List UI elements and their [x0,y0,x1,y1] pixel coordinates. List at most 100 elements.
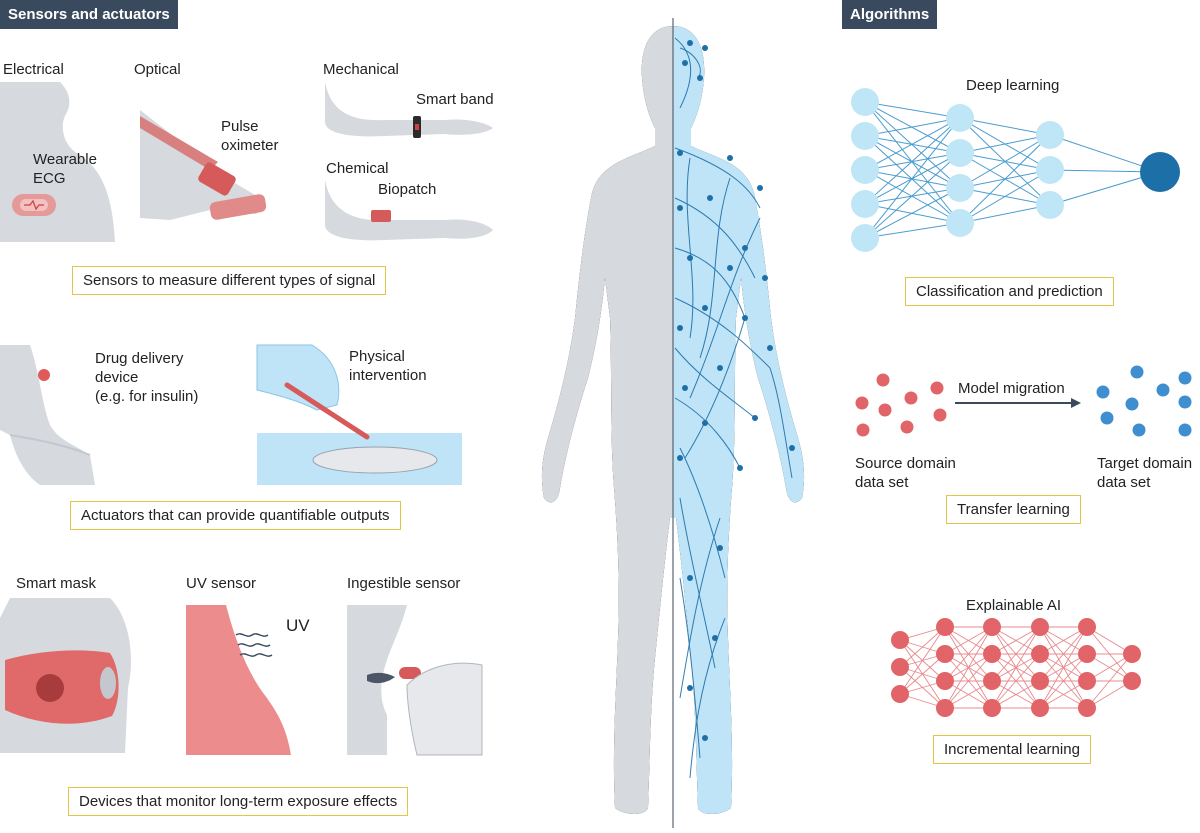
network-edge [991,653,1041,709]
mechanical-label: Mechanical [323,61,399,78]
sensors-actuators-header: Sensors and actuators [0,0,178,29]
source-data-point [856,423,870,437]
source-data-point [930,381,944,395]
network-edge [864,222,961,239]
network-edge [864,101,961,119]
smart-band-illustration [325,82,493,138]
pulse-line1: Pulse [221,118,259,135]
drug-line1: Drug delivery [95,350,184,367]
target-data-point [1178,395,1192,409]
source-data-point [876,373,890,387]
source-line1: Source domain [855,455,956,472]
neuron [891,685,909,703]
neuron [1140,152,1180,192]
deep-learning-label: Deep learning [966,77,1060,94]
network-edge [959,169,1051,224]
neuron [946,139,974,167]
wearable-ecg-line1: Wearable [33,151,97,168]
neuron [936,672,954,690]
drug-line2: device [95,369,139,386]
uv-text: UV [286,616,310,635]
neuron [936,618,954,636]
exposure-caption: Devices that monitor long-term exposure … [68,787,409,816]
classification-caption: Classification and prediction [905,277,1114,306]
neuron [1036,156,1064,184]
source-data-point [904,391,918,405]
network-edge [944,626,993,682]
network-edge [864,117,961,239]
neuron [1031,672,1049,690]
neuron [851,156,879,184]
target-data-point [1132,423,1146,437]
optical-label: Optical [134,61,181,78]
neuron [1031,618,1049,636]
neuron [851,190,879,218]
source-domain-label: Source domain data set [855,454,956,492]
target-line2: data set [1097,474,1151,491]
neuron [1123,672,1141,690]
network-edge [959,117,1051,136]
network-edge [944,626,993,709]
network-edge [864,117,961,171]
target-data-point [1178,423,1192,437]
actuators-caption: Actuators that can provide quantifiable … [70,501,401,530]
neuron [946,174,974,202]
source-data-point [855,396,869,410]
neuron [1078,645,1096,663]
neuron [1036,191,1064,219]
neuron [851,224,879,252]
uv-sensor-label: UV sensor [186,575,257,592]
neuron [851,122,879,150]
neuron [1036,121,1064,149]
ingestible-sensor-illustration [347,605,483,756]
pulse-oximeter-illustration [140,110,267,220]
pulse-line2: oximeter [221,137,279,154]
pulse-oximeter-label: Pulse oximeter [221,117,279,155]
source-data-point [933,408,947,422]
network-edge [991,626,1041,709]
target-data-point [1096,385,1110,399]
ingestible-sensor-label: Ingestible sensor [347,575,461,592]
phys-line1: Physical [349,348,405,365]
neuron [851,88,879,116]
network-edge [864,187,961,239]
neuron [983,672,1001,690]
neuron [983,699,1001,717]
smart-band-label: Smart band [416,91,494,108]
drug-delivery-illustration [0,345,95,485]
drug-delivery-label: Drug delivery device (e.g. for insulin) [95,349,198,406]
uv-sensor-illustration [186,605,291,755]
transfer-learning-caption: Transfer learning [946,495,1081,524]
target-data-point [1178,371,1192,385]
target-data-point [1156,383,1170,397]
network-edge [959,134,1051,189]
network-edge [1039,626,1088,709]
source-data-point [878,403,892,417]
network-edge [864,152,961,239]
network-edge [944,626,993,655]
network-edge [959,204,1051,224]
human-body-figure [541,18,805,828]
network-edge [899,626,946,668]
network-edge [899,626,946,695]
biopatch-illustration [325,180,493,241]
neuron [946,209,974,237]
neuron [1078,699,1096,717]
model-migration-label: Model migration [958,380,1065,397]
neuron [1078,672,1096,690]
target-data-point [1125,397,1139,411]
biopatch-label: Biopatch [378,181,437,198]
target-data-point [1100,411,1114,425]
chemical-label: Chemical [326,160,389,177]
phys-line2: intervention [349,367,427,384]
smart-mask-illustration [0,598,131,753]
source-data-point [900,420,914,434]
source-line2: data set [855,474,909,491]
network-edge [991,680,1041,709]
wearable-ecg-illustration [0,82,115,242]
smart-mask-label: Smart mask [16,575,97,592]
network-edge [991,626,1041,655]
neuron [983,618,1001,636]
neuron [1078,618,1096,636]
wearable-ecg-label: Wearable ECG [33,150,97,188]
